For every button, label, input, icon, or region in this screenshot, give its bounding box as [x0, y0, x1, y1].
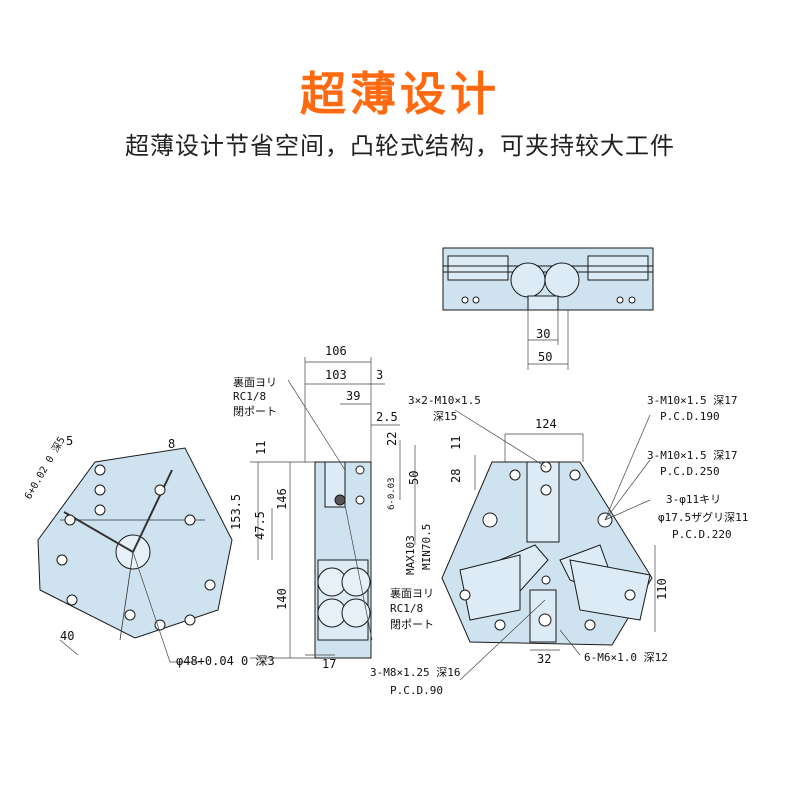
note-5b: P.C.D.90: [390, 684, 443, 697]
note-2b: P.C.D.190: [660, 410, 720, 423]
depth-label: 6+0.02 0 深5: [22, 435, 68, 502]
dim-17: 17: [322, 657, 336, 671]
dim-106: 106: [325, 344, 347, 358]
right-view: [441, 409, 656, 681]
left-view: [37, 447, 233, 663]
dim-39: 39: [346, 389, 360, 403]
dim-2-5: 2.5: [376, 410, 398, 424]
angle-label: 5: [66, 434, 73, 448]
dim-6: 6-0.03: [387, 477, 397, 510]
dim-max103: MAX103: [404, 535, 417, 575]
note-4a: 3-φ11キリ: [666, 493, 721, 506]
port-top-line3: 閉ポート: [233, 405, 277, 418]
port-bottom-line1: 裏面ヨリ: [390, 586, 434, 600]
dim-124: 124: [535, 417, 557, 431]
note-1b: 深15: [433, 410, 457, 423]
width-label: 40: [60, 629, 74, 643]
dim-32: 32: [537, 652, 551, 666]
top-view: [442, 247, 654, 370]
port-bottom-line2: RC1/8: [390, 602, 423, 615]
page-subtitle: 超薄设计节省空间，凸轮式结构，可夹持较大工件: [125, 132, 675, 160]
dim-28: 28: [449, 469, 463, 483]
slot-label: 8: [168, 437, 175, 451]
port-top-line2: RC1/8: [233, 390, 266, 403]
dim-50: 50: [538, 350, 552, 364]
dim-110: 110: [655, 578, 669, 600]
dim-146: 146: [275, 488, 289, 510]
dim-103: 103: [325, 368, 347, 382]
port-top-line1: 裏面ヨリ: [233, 375, 277, 389]
dim-140: 140: [275, 588, 289, 610]
dim-11-left: 11: [254, 441, 268, 455]
dim-30: 30: [536, 327, 550, 341]
note-6: 6-M6×1.0 深12: [584, 651, 668, 664]
dim-50-side: 50: [407, 471, 421, 485]
note-4c: P.C.D.220: [672, 528, 732, 541]
side-view: [250, 357, 416, 659]
note-4b: φ17.5ザグリ深11: [658, 510, 748, 524]
dim-47-5: 47.5: [253, 511, 267, 540]
port-bottom-line3: 閉ポート: [390, 618, 434, 631]
bore-label: φ48+0.04 0 深3: [176, 654, 275, 668]
note-2a: 3-M10×1.5 深17: [647, 394, 737, 407]
dim-3: 3: [376, 368, 383, 382]
dim-11-right: 11: [449, 436, 463, 450]
note-3b: P.C.D.250: [660, 465, 720, 478]
dim-153-5: 153.5: [229, 494, 243, 530]
note-5a: 3-M8×1.25 深16: [370, 666, 460, 679]
note-1a: 3×2-M10×1.5: [408, 394, 481, 407]
note-3a: 3-M10×1.5 深17: [647, 449, 737, 462]
page-title: 超薄设计: [300, 67, 500, 121]
dim-min70-5: MIN70.5: [420, 524, 433, 570]
dim-22: 22: [385, 432, 399, 446]
